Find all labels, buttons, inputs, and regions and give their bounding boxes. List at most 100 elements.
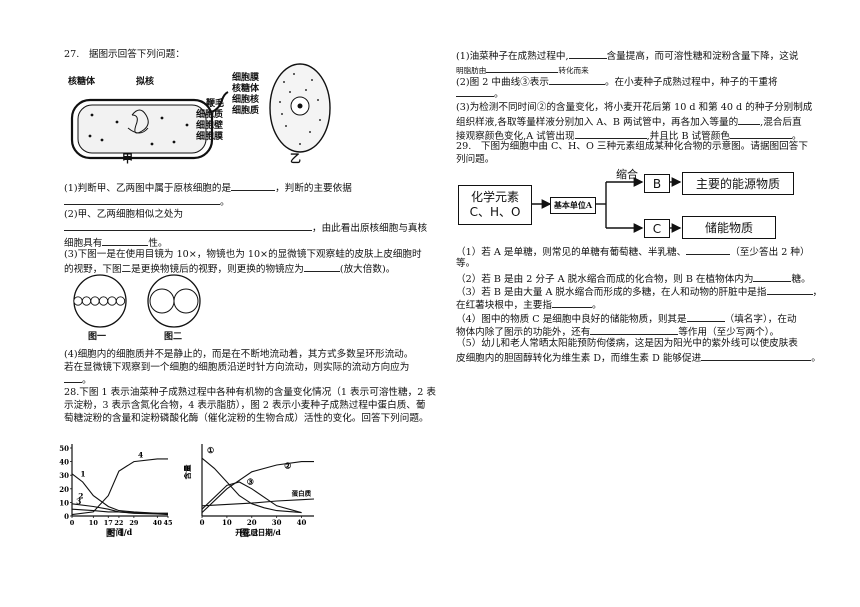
- q28-part3-line3: 接观察颜色变化,A 试管出现,并且比 B 试管颜色。: [456, 128, 802, 143]
- q29-part5-line2: 皮细胞内的胆固醇转化为维生素 D，而维生素 D 能够促进。: [456, 350, 821, 365]
- chart1-x-tick-label: 40: [153, 519, 163, 527]
- q29-part3-line2: 在红薯块根中，主要指。: [456, 297, 602, 312]
- q29-part1-line2: 等。: [456, 258, 476, 269]
- answer-blank[interactable]: [303, 261, 340, 272]
- q27-part4-line2: 若在显微镜下观察到一个细胞的细胞质沿逆时针方向流动，则实际的流动方向应为: [64, 362, 410, 373]
- q27-part4: (4)细胞内的细胞质并不是静止的，而是在不断地流动着，其方式多数呈环形流动。: [64, 349, 414, 360]
- elements-box-label: 化学元素: [470, 190, 519, 204]
- chart2-caption: 图 2: [240, 529, 259, 539]
- q29-part2: （2）若 B 是由 2 分子 A 脱水缩合而成的化合物，则 B 在植物体内为糖。: [456, 271, 811, 286]
- chart2-series-line: [201, 457, 302, 514]
- chart2-series-label: ②: [284, 460, 291, 470]
- q28-part3-line2: 组织样液,各取等量样液分别加入 A、B 两试管中，再各加入等量的,混合后直: [456, 114, 802, 129]
- chart2-series-label: ③: [247, 477, 254, 487]
- chart1-series-line: [71, 458, 168, 516]
- chart1-y-tick-label: 30: [59, 471, 69, 480]
- q28-part1-line2: 明脂肪由转化而来: [456, 62, 589, 77]
- elements-box-formula: C、H、O: [469, 205, 521, 219]
- q27-part2: (2)甲、乙两细胞相似之处为: [64, 209, 184, 220]
- q28-part2: (2)图 2 中曲线③表示。在小麦种子成熟过程中，种子的干重将: [456, 74, 778, 89]
- cell-a-label-membrane: 细胞膜: [196, 132, 224, 142]
- chart1-y-tick-label: 10: [59, 498, 69, 507]
- answer-blank[interactable]: [548, 74, 605, 85]
- chart1-x-tick-label: 0: [70, 519, 75, 527]
- q27-part2-line3: 细胞具有性。: [64, 235, 168, 250]
- answer-blank[interactable]: [753, 271, 792, 282]
- chart1-y-tick-label: 50: [59, 444, 69, 453]
- chart2-series-label: 蛋白质: [292, 489, 312, 498]
- answer-blank[interactable]: [456, 86, 494, 97]
- condense-label: 缩合: [616, 168, 638, 181]
- chart1-series-label: 3: [76, 497, 81, 506]
- chart1-x-tick-label: 29: [129, 519, 139, 527]
- chart2-x-tick-label: 30: [272, 518, 282, 527]
- q29-stem-l1: 29. 下图为细胞中由 C、H、O 三种元素组成某种化合物的示意图。请据图回答下: [456, 141, 808, 152]
- chart1-x-tick-label: 22: [114, 519, 123, 527]
- chart2-x-label: 开花后日期/d: [235, 527, 281, 537]
- chart1-series-line: [71, 473, 168, 514]
- answer-blank[interactable]: [686, 311, 725, 322]
- chart1-series-label: 4: [138, 451, 143, 460]
- chart2-x-tick-label: 40: [297, 518, 307, 527]
- cell-a-label-cytoplasm: 细胞质: [196, 110, 224, 120]
- q27-stem: 27. 据图示回答下列问题：: [64, 49, 185, 60]
- answer-blank[interactable]: [574, 128, 647, 139]
- chart1-y-tick-label: 40: [59, 458, 69, 467]
- unit-a-box: 基本单位A: [550, 197, 596, 214]
- prokaryote-cell-diagram: [70, 91, 229, 160]
- q27-part3: (3)下图一是在使用目镜为 10×，物镜也为 10×的显微镜下观察蛙的皮肤上皮细…: [64, 249, 422, 260]
- q29-part5: （5）幼儿和老人常晒太阳能预防佝偻病，这是因为阳光中的紫外线可以使皮肤表: [456, 338, 798, 349]
- fig2-caption: 图二: [164, 332, 183, 342]
- cell-a-label-flagellum: 鞭毛: [206, 99, 225, 109]
- chart1-y-tick-label: 20: [59, 485, 69, 494]
- q29-part4-line2: 物体内除了图示的功能外，还有等作用（至少写两个）。: [456, 324, 779, 339]
- q29-flow-connectors: [532, 177, 682, 233]
- c-box: C: [644, 219, 670, 238]
- cell-b-label-nucleus: 细胞核: [232, 95, 260, 105]
- chart1-caption: 图 1: [106, 529, 125, 539]
- answer-blank[interactable]: [64, 194, 220, 205]
- q29-stem-l2: 列问题。: [456, 154, 495, 165]
- chart1-series-label: 1: [80, 470, 85, 479]
- q27-part1: (1)判断甲、乙两图中属于原核细胞的是，判断的主要依据: [64, 180, 352, 195]
- cell-b-name: 乙: [290, 152, 301, 165]
- q27-part4-line3: 。: [64, 372, 92, 387]
- chart1-series-label: 2: [78, 491, 83, 500]
- q27-part2-line2: ，由此看出原核细胞与真核: [64, 220, 427, 235]
- b-function-box: 主要的能源物质: [682, 172, 794, 195]
- chart1-x-tick-label: 45: [163, 519, 173, 527]
- chart2-series-line: [201, 461, 314, 513]
- answer-blank[interactable]: [64, 372, 82, 383]
- answer-blank[interactable]: [551, 297, 592, 308]
- cell-a-label-ribosome: 核糖体: [68, 77, 96, 87]
- answer-blank[interactable]: [231, 180, 276, 191]
- q29-part4: （4）图中的物质 C 是细胞中良好的储能物质，则其是（填名字），在动: [456, 311, 797, 326]
- answer-blank[interactable]: [64, 220, 312, 231]
- q28-part2-line2: 。: [456, 86, 504, 101]
- b-box: B: [644, 174, 670, 193]
- cell-a-name: 甲: [122, 152, 133, 165]
- answer-blank[interactable]: [568, 48, 607, 59]
- chart2-series-label: ①: [207, 445, 214, 455]
- answer-blank[interactable]: [766, 284, 813, 295]
- chart1-x-tick-label: 17: [104, 519, 113, 527]
- q28-part3: (3)为检测不同时间②的含量变化，将小麦开花后第 10 d 和第 40 d 的种…: [456, 102, 813, 113]
- cell-a-label-nucleoid: 拟核: [136, 77, 155, 87]
- cell-b-label-cytoplasm: 细胞质: [232, 106, 260, 116]
- answer-blank[interactable]: [738, 114, 761, 125]
- chart1-x-label: 时间/d: [108, 527, 133, 537]
- chart2-series-line: [201, 498, 315, 507]
- answer-blank[interactable]: [686, 244, 731, 255]
- answer-blank[interactable]: [590, 324, 679, 335]
- answer-blank[interactable]: [729, 128, 792, 139]
- q27-part1-line2: 。: [64, 194, 230, 209]
- answer-blank[interactable]: [486, 62, 559, 73]
- answer-blank[interactable]: [102, 235, 149, 246]
- chart2-x-tick-label: 20: [247, 518, 257, 527]
- cell-b-label-ribosome: 核糖体: [232, 84, 260, 94]
- chart2-series-line: [201, 481, 302, 514]
- answer-blank[interactable]: [701, 350, 812, 361]
- q28-stem-l2: 示淀粉，3 表示含氮化合物，4 表示脂肪），图 2 表示小麦种子成熟过程中蛋白质…: [64, 400, 426, 411]
